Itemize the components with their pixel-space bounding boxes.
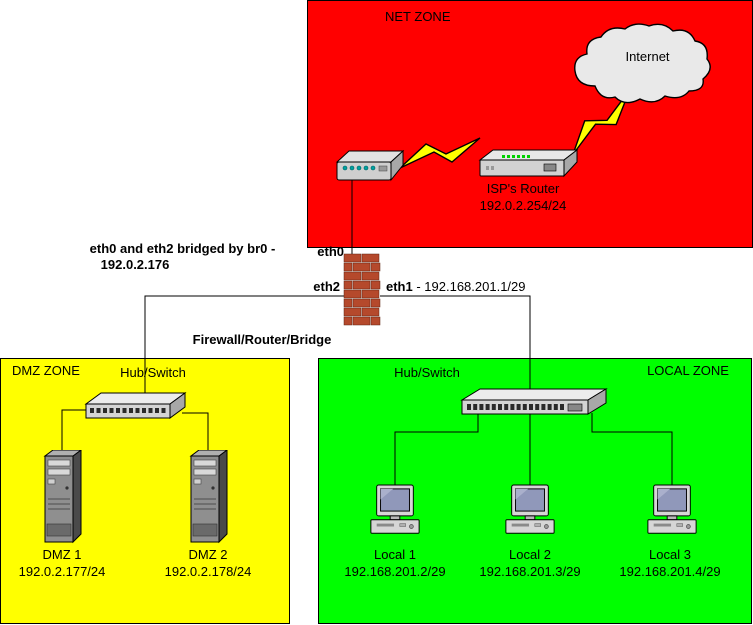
dmz2-label: DMZ 2 [188, 547, 228, 562]
eth2-label: eth2 [313, 279, 340, 294]
isp-router-ip: 192.0.2.254/24 [479, 197, 567, 213]
local2-computer-icon [503, 484, 557, 542]
dmz2-server-icon [189, 450, 229, 545]
isp-router-icon [478, 148, 579, 178]
local3-labels: Local 3 192.168.201.4/29 [605, 547, 735, 580]
dmz2-labels: DMZ 2 192.0.2.178/24 [158, 547, 258, 580]
local2-labels: Local 2 192.168.201.3/29 [465, 547, 595, 580]
local1-labels: Local 1 192.168.201.2/29 [330, 547, 460, 580]
firewall-label: Firewall/Router/Bridge [192, 332, 332, 347]
local-hub-label: Hub/Switch [394, 365, 460, 380]
eth1-name: eth1 [386, 279, 413, 294]
dmz1-server-icon [43, 450, 83, 545]
local1-ip: 192.168.201.2/29 [344, 563, 446, 579]
local1-computer-icon [368, 484, 422, 542]
internet-label: Internet [625, 49, 670, 64]
internet-cloud-icon [574, 23, 711, 104]
dmz2-ip: 192.0.2.178/24 [164, 563, 252, 579]
isp-router-labels: ISP's Router 192.0.2.254/24 [460, 181, 586, 214]
eth0-label: eth0 [317, 244, 344, 259]
modem-icon [335, 149, 405, 182]
dmz-hub-icon [84, 392, 187, 419]
eth1-ip: - 192.168.201.1/29 [412, 279, 526, 294]
local2-label: Local 2 [509, 547, 551, 562]
local3-computer-icon [645, 484, 699, 542]
dmz-zone-label: DMZ ZONE [12, 363, 80, 378]
net-zone-label: NET ZONE [385, 9, 451, 24]
local3-label: Local 3 [649, 547, 691, 562]
eth1-label: eth1 - 192.168.201.1/29 [386, 279, 526, 296]
dmz1-ip: 192.0.2.177/24 [18, 563, 106, 579]
bridge-note-line1: eth0 and eth2 bridged by br0 - [89, 241, 276, 256]
bridge-note-line2: 192.0.2.176 [100, 257, 170, 272]
dmz-hub-label: Hub/Switch [120, 365, 186, 380]
firewall-icon [343, 253, 381, 326]
local-zone-label: LOCAL ZONE [647, 363, 729, 378]
local3-ip: 192.168.201.4/29 [619, 563, 721, 579]
dmz1-labels: DMZ 1 192.0.2.177/24 [12, 547, 112, 580]
local2-ip: 192.168.201.3/29 [479, 563, 581, 579]
local-hub-icon [460, 388, 608, 415]
local1-label: Local 1 [374, 547, 416, 562]
isp-router-label: ISP's Router [486, 181, 560, 196]
dmz1-label: DMZ 1 [42, 547, 82, 562]
